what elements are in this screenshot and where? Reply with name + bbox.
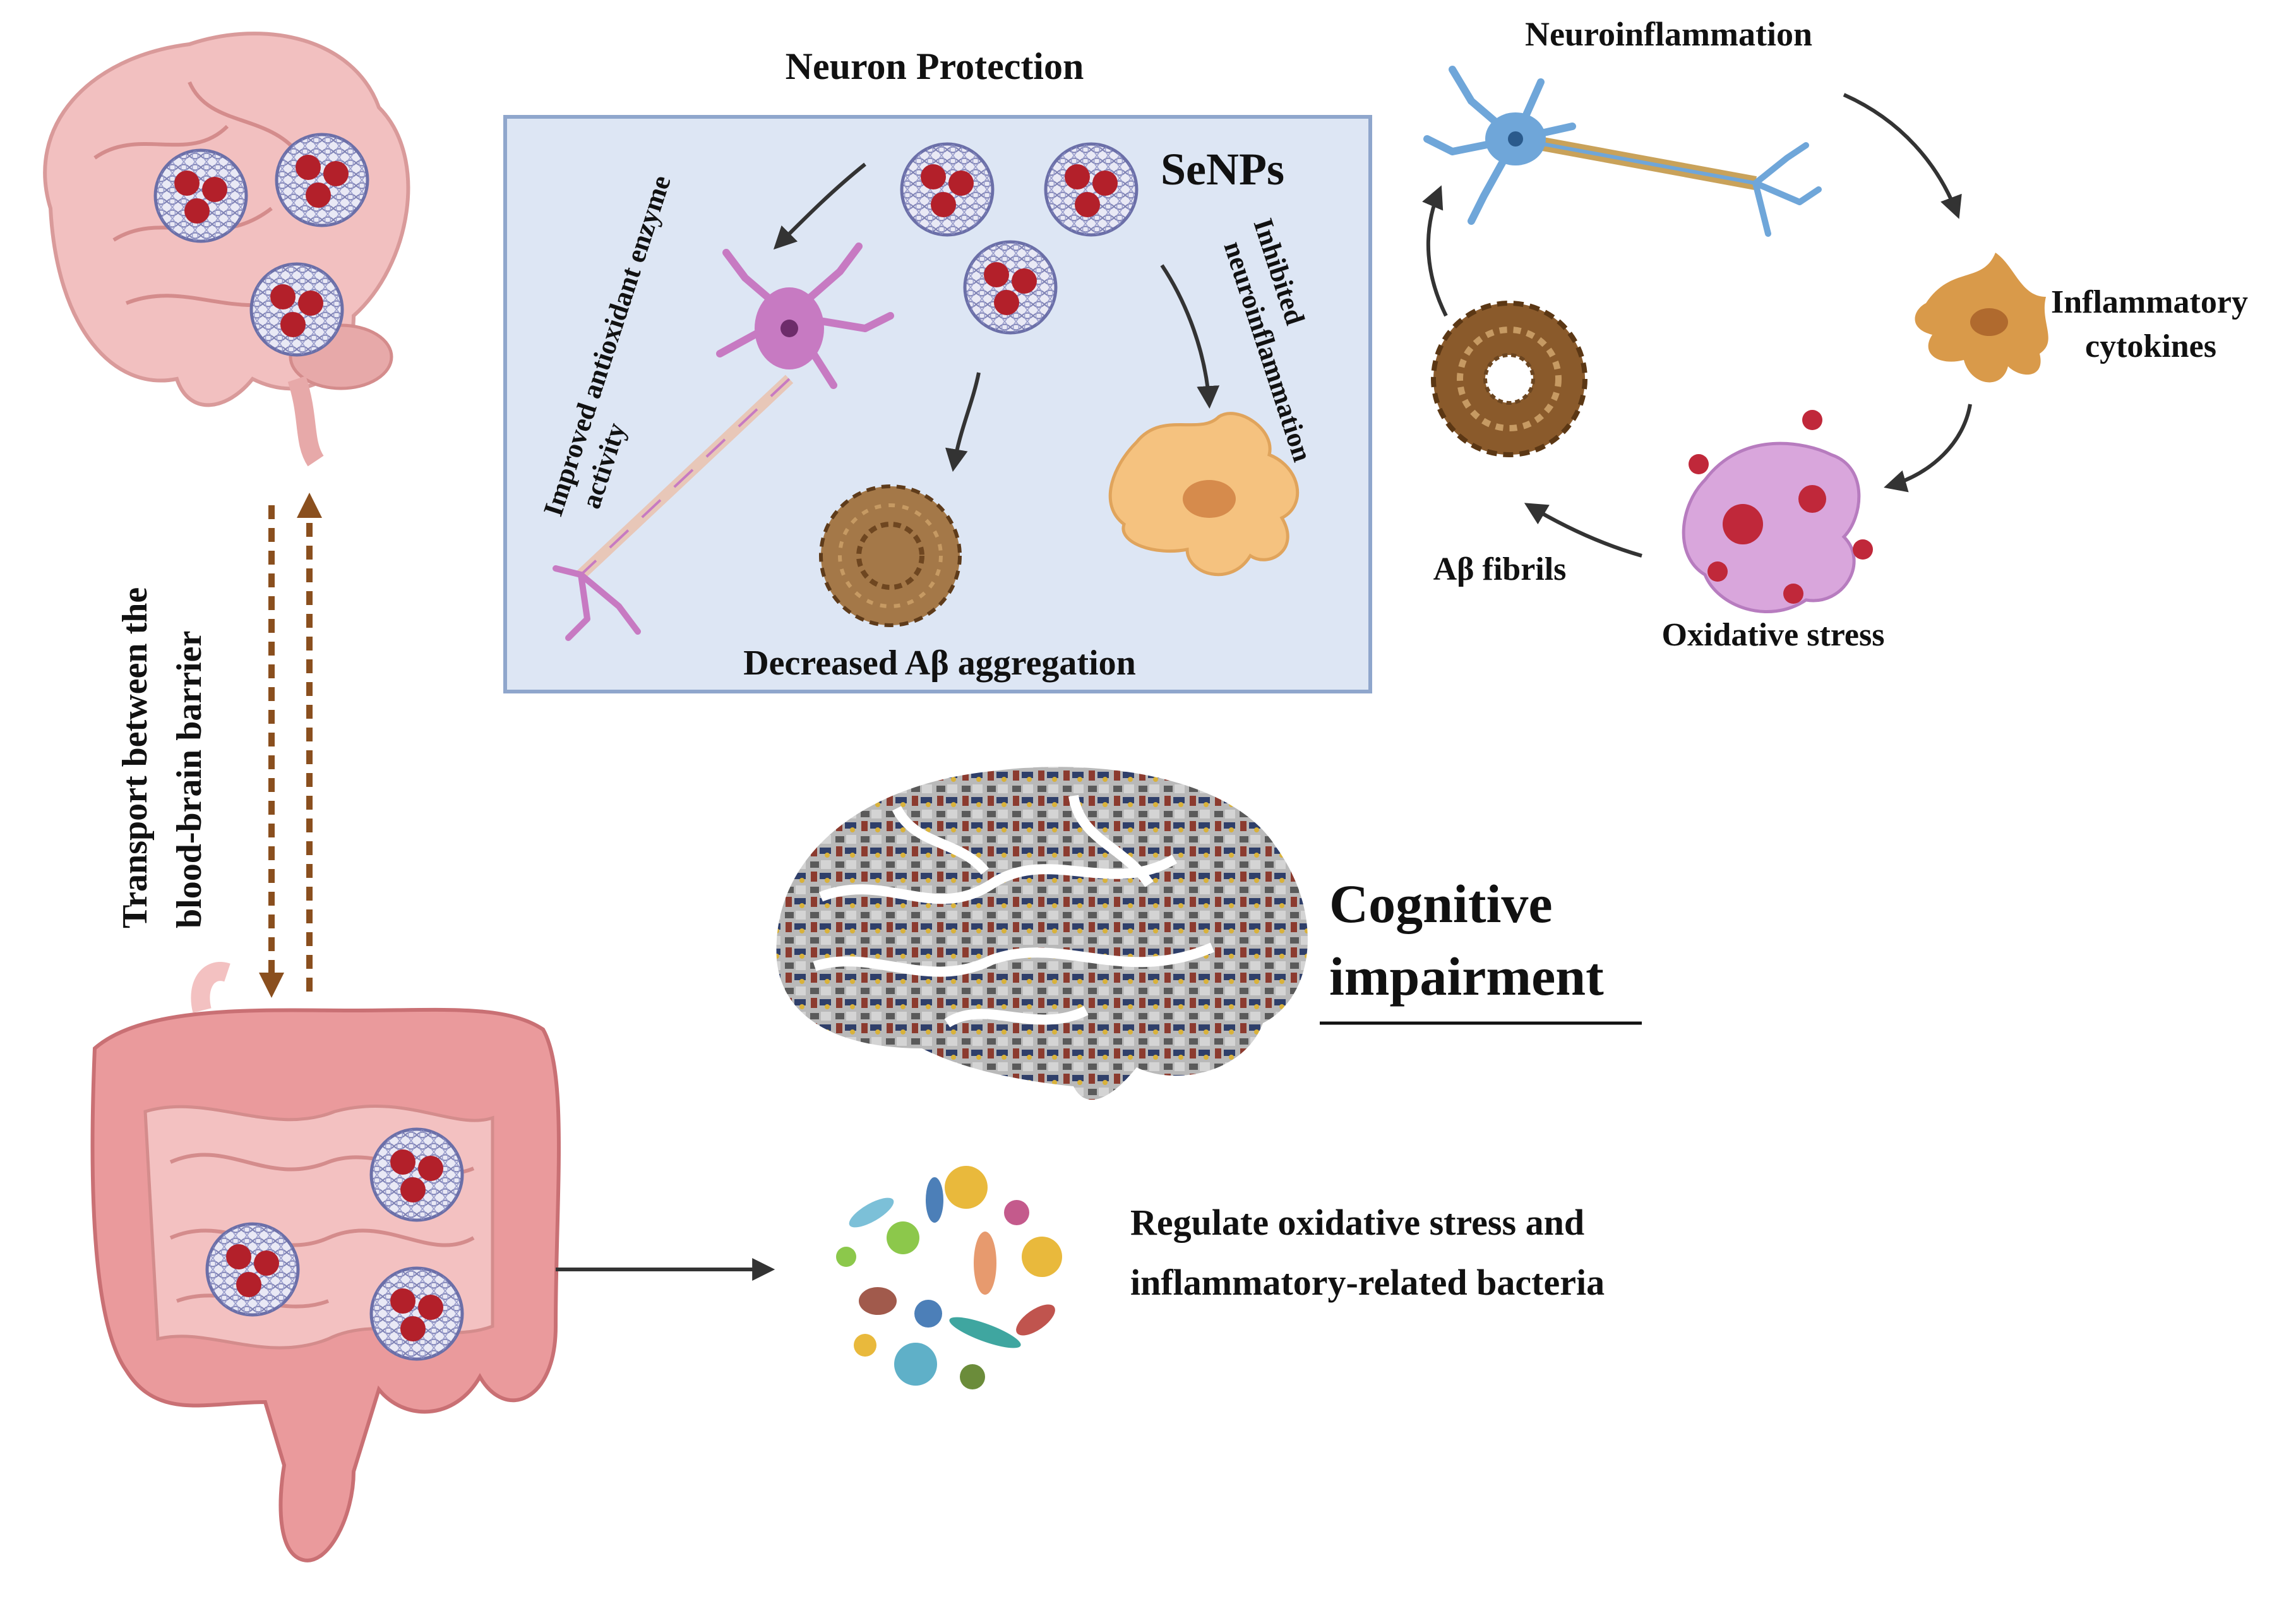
neuron-icon [553, 243, 894, 641]
stressed-cell-icon [1682, 410, 1873, 614]
nanoparticle-icon [207, 1224, 298, 1315]
nanoparticle-icon [1046, 144, 1137, 235]
neuron-icon [1423, 66, 1822, 237]
senps-to-neuron-arrow [773, 162, 866, 250]
neuroinflammation-label: Neuroinflammation [1525, 15, 1812, 53]
collage-brain-icon [776, 767, 1308, 1100]
transport-arrows [259, 493, 322, 998]
nanoparticle-icon [902, 144, 993, 235]
senps-label: SeNPs [1161, 144, 1284, 195]
neuron-protection-title: Neuron Protection [786, 45, 1084, 87]
nanoparticle-icon [251, 264, 342, 355]
nanoparticle-icon [371, 1268, 462, 1359]
cognitive-impairment-label-line2: impairment [1329, 946, 1604, 1007]
nanoparticle-icon [277, 135, 368, 225]
abeta-fibrils-label: Aβ fibrils [1433, 551, 1567, 587]
oxidative-stress-label: Oxidative stress [1662, 617, 1885, 653]
senps-to-microglia-arrow [1160, 264, 1220, 409]
amyloid-fibril-icon [1431, 301, 1587, 457]
inflammatory-cytokines-label-line1: Inflammatory [2051, 284, 2248, 320]
bacteria-circle-icon [811, 1153, 1062, 1389]
cycle-arrow-2 [1884, 404, 1972, 493]
abeta-aggregation-label: Decreased Aβ aggregation [743, 644, 1136, 683]
intestine-icon [90, 962, 561, 1562]
inflammatory-cytokines-label-line2: cytokines [2085, 328, 2216, 364]
bacteria-label-line2: inflammatory-related bacteria [1130, 1262, 1605, 1303]
cytokine-cell-icon [1915, 253, 2048, 383]
cycle-arrow-4 [1422, 185, 1448, 317]
brain-icon [43, 32, 410, 467]
nanoparticle-icon [965, 242, 1056, 333]
transport-label-line2: blood-brain barrier [170, 631, 209, 928]
transport-label-line1: Transport between the [116, 587, 155, 928]
cycle-arrow-1 [1843, 93, 1962, 219]
senps-to-abeta-arrow [945, 372, 981, 472]
cycle-arrow-3 [1524, 503, 1642, 558]
bacteria-label-line1: Regulate oxidative stress and [1130, 1202, 1584, 1243]
amyloid-fibril-icon [819, 484, 962, 627]
nanoparticle-icon [371, 1129, 462, 1220]
microglia-icon [1108, 412, 1300, 577]
nanoparticle-icon [155, 150, 246, 241]
cognitive-impairment-label-line1: Cognitive [1329, 873, 1553, 934]
